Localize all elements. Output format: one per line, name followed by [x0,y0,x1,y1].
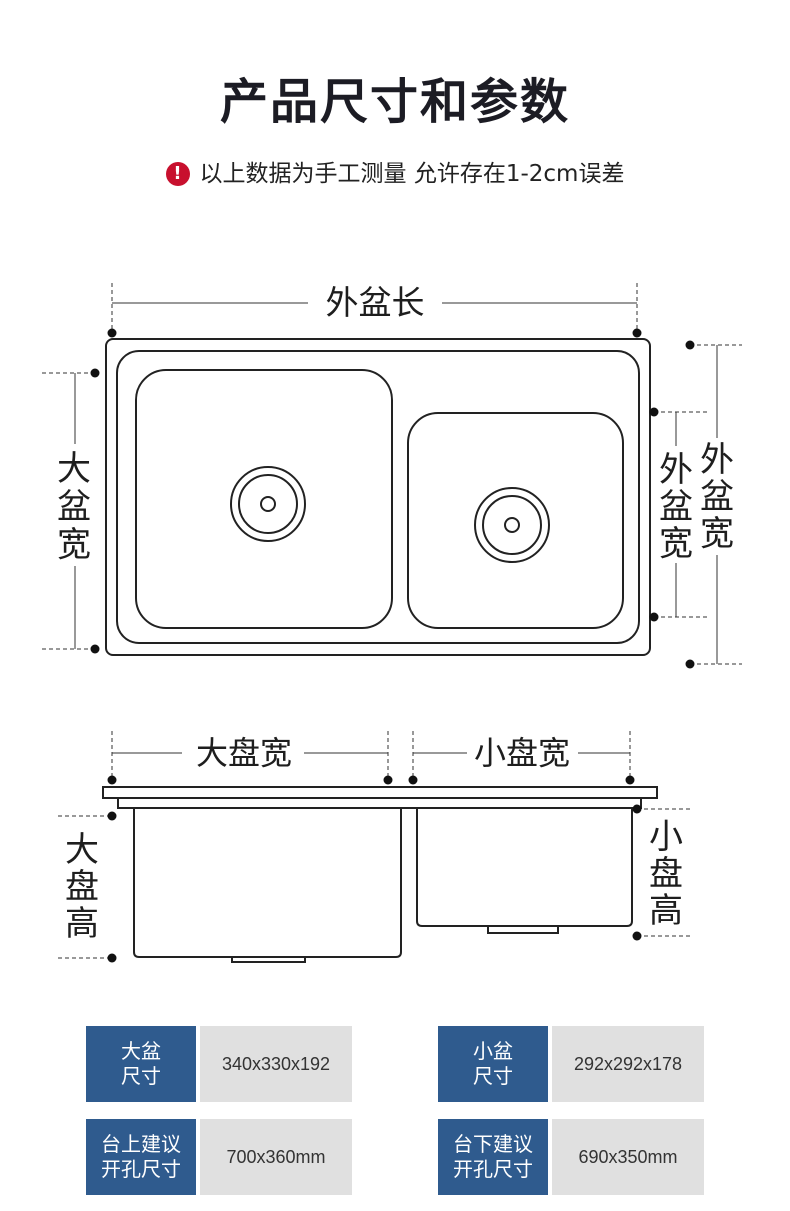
big-tray-body [133,808,402,958]
sink-side-view-diagram: 大盘宽 小盘宽 大 盘 高 小 盘 高 [58,731,690,963]
small-basin-width-char-2: 盆 [659,487,693,527]
big-basin-width-char-1: 大 [57,449,91,489]
notice-text: 以上数据为手工测量 允许存在1-2cm误差 [199,161,625,187]
big-tray-height-char-2: 盘 [65,867,99,907]
big-tray-width-label: 大盘宽 [196,734,292,772]
outer-length-label: 外盆长 [326,283,425,322]
spec-label-line: 小盆 [473,1039,513,1063]
small-tray-body [416,808,633,927]
big-basin-width-char-3: 宽 [57,525,91,565]
spec-label-line: 尺寸 [473,1064,513,1088]
small-basin [407,412,624,629]
spec-label-line: 台下建议 [453,1132,533,1156]
small-tray-height-char-1: 小 [649,817,683,857]
spec-value-small-basin: 292x292x178 [552,1026,704,1102]
page-title: 产品尺寸和参数 [219,74,570,130]
spec-label-topmount-cutout: 台上建议 开孔尺寸 [86,1119,196,1195]
big-basin-width-char-2: 盆 [57,487,91,527]
spec-value-big-basin: 340x330x192 [200,1026,352,1102]
exclamation-circle-icon: ! [165,162,190,186]
small-tray-height-char-3: 高 [649,891,683,931]
big-drain [230,466,306,542]
spec-label-big-basin: 大盆 尺寸 [86,1026,196,1102]
sink-outer-rim [105,338,651,656]
outer-width-char-2: 盆 [700,477,734,517]
small-drain [474,487,550,563]
big-tray-height-char-1: 大 [65,830,99,870]
small-basin-width-char-3: 宽 [659,524,693,564]
sink-inner-rim [116,350,640,644]
spec-label-small-basin: 小盆 尺寸 [438,1026,548,1102]
countertop-rim [102,786,658,799]
spec-label-undermount-cutout: 台下建议 开孔尺寸 [438,1119,548,1195]
measurement-notice: ! 以上数据为手工测量 允许存在1-2cm误差 [0,154,790,188]
spec-value-undermount-cutout: 690x350mm [552,1119,704,1195]
spec-label-line: 大盆 [121,1039,161,1063]
outer-width-char-1: 外 [700,440,734,480]
sink-top-view-diagram: 外盆长 大 盆 宽 外 盆 宽 外 盆 宽 [42,283,742,669]
small-basin-width-char-1: 外 [659,450,693,490]
small-tray-height-char-2: 盘 [649,854,683,894]
big-tray-drain [231,956,306,963]
spec-label-line: 开孔尺寸 [101,1157,181,1181]
big-tray-height-char-3: 高 [65,904,99,944]
big-basin [135,369,393,629]
flange [117,797,642,809]
small-tray-drain [487,925,559,934]
spec-label-line: 台上建议 [101,1132,181,1156]
spec-label-line: 开孔尺寸 [453,1157,533,1181]
outer-width-char-3: 宽 [700,514,734,554]
spec-label-line: 尺寸 [121,1064,161,1088]
spec-value-topmount-cutout: 700x360mm [200,1119,352,1195]
small-tray-width-label: 小盘宽 [474,734,570,772]
